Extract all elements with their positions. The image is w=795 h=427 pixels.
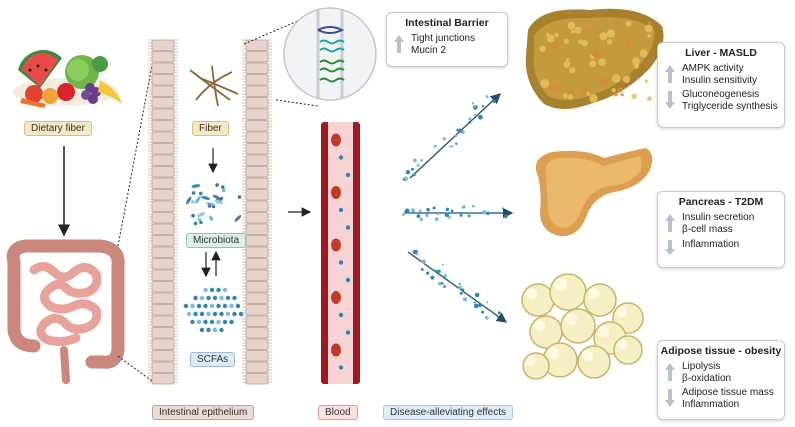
liver-up-item: Insulin sensitivity [682, 75, 758, 86]
intestinal-barrier-title: Intestinal Barrier [405, 17, 489, 29]
adipose-up-item: Lipolysis [682, 361, 721, 372]
up-arrow-icon [393, 33, 405, 55]
epithelium-left-column [148, 39, 178, 385]
up-arrow-icon [664, 63, 676, 85]
barrier-up-row: Tight junctions Mucin 2 [387, 33, 507, 57]
adipose-cells-image [521, 273, 644, 380]
pancreas-image [535, 148, 653, 237]
blood-legend: Blood [318, 405, 358, 420]
up-arrow-icon [664, 212, 676, 234]
blood-vessel [321, 122, 360, 384]
pancreas-up-item: Insulin secretion [682, 212, 755, 223]
up-arrow-icon [664, 361, 676, 383]
microbiota-label: Microbiota [186, 233, 247, 248]
liver-up-row: AMPK activity Insulin sensitivity [658, 63, 784, 87]
disease-flow-arrows [402, 93, 514, 323]
adipose-down-item: Inflammation [682, 399, 740, 410]
pancreas-down-item: Inflammation [682, 239, 740, 250]
liver-down-item: Gluconeogenesis [682, 89, 760, 100]
pancreas-title: Pancreas - T2DM [678, 196, 764, 208]
barrier-up-item: Mucin 2 [411, 45, 447, 56]
disease-effects-legend: Disease-alleviating effects [383, 405, 513, 420]
fiber-label: Fiber [192, 121, 229, 136]
adipose-obesity-box: Adipose tissue - obesity Lipolysis β-oxi… [657, 340, 785, 420]
liver-masld-box: Liver - MASLD AMPK activity Insulin sens… [657, 42, 785, 128]
barrier-up-item: Tight junctions [411, 33, 476, 44]
down-arrow-icon [664, 387, 676, 409]
epithelium-right-column [242, 39, 272, 385]
tight-junction-zoom [243, 7, 377, 107]
adipose-up-row: Lipolysis β-oxidation [658, 361, 784, 385]
adipose-up-item: β-oxidation [682, 373, 732, 384]
scfas-label: SCFAs [190, 352, 236, 367]
liver-title: Liver - MASLD [685, 47, 757, 59]
adipose-down-item: Adipose tissue mass [682, 387, 774, 398]
down-arrow-icon [664, 89, 676, 111]
adipose-title: Adipose tissue - obesity [660, 345, 782, 357]
scfa-dots [183, 287, 244, 333]
liver-up-item: AMPK activity [682, 63, 744, 74]
pancreas-up-item: β-cell mass [682, 224, 733, 235]
dietary-fiber-label: Dietary fiber [24, 121, 92, 136]
pancreas-up-row: Insulin secretion β-cell mass [658, 212, 784, 236]
blood-cells [331, 133, 351, 370]
liver-down-item: Triglyceride synthesis [682, 101, 778, 112]
intestinal-epithelium-legend: Intestinal epithelium [152, 405, 255, 420]
liver-down-row: Gluconeogenesis Triglyceride synthesis [658, 89, 784, 113]
fruits-vegetables-image [13, 50, 122, 108]
intestine-image [6, 239, 125, 384]
down-arrow-icon [664, 239, 676, 257]
fiber-strands [189, 65, 239, 107]
liver-image [525, 8, 664, 109]
intestinal-barrier-box: Intestinal Barrier Tight junctions Mucin… [386, 12, 508, 67]
pancreas-down-row: Inflammation [658, 239, 784, 257]
pancreas-t2dm-box: Pancreas - T2DM Insulin secretion β-cell… [657, 191, 785, 268]
adipose-down-row: Adipose tissue mass Inflammation [658, 387, 784, 411]
microbiota-cluster [185, 183, 242, 226]
